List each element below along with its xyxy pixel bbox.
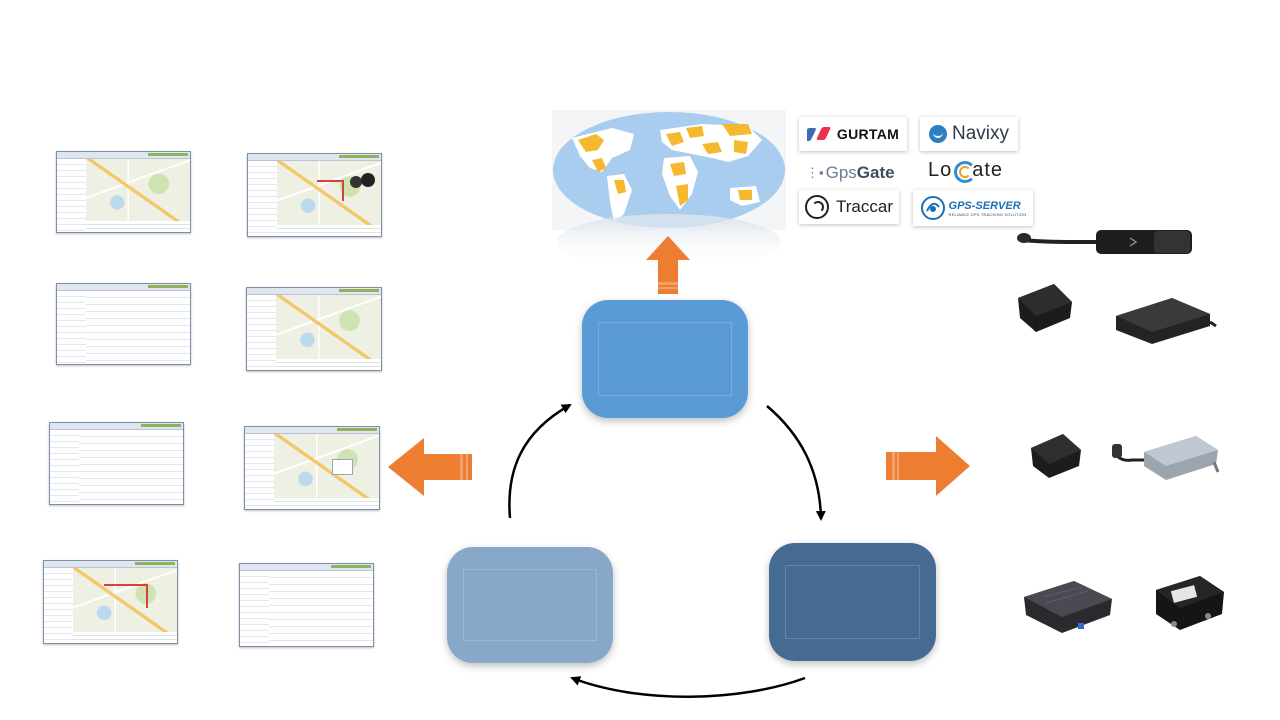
gps-tracker-device-icon [1116, 298, 1217, 344]
gps-tracker-device-icon [1112, 436, 1220, 480]
cycle-block-top [582, 300, 748, 418]
traccar-logo-text: Traccar [836, 197, 893, 216]
gpsgate-logo-text-b: Gate [856, 163, 895, 182]
screenshot-map-tracking-2 [247, 153, 382, 237]
gurtam-logo: GURTAM [799, 117, 907, 151]
gps-tracker-device-icon [1018, 284, 1072, 332]
gurtam-logo-text: GURTAM [836, 126, 900, 142]
locate-logo: Lo ate [928, 156, 1003, 184]
gps-tracker-device-icon [1031, 434, 1081, 478]
locate-logo-text-a: Lo [928, 158, 953, 181]
cycle-block-right [769, 543, 936, 661]
navixy-pin-icon [928, 125, 947, 143]
traccar-icon [805, 195, 829, 219]
orange-arrow-left [388, 438, 472, 496]
screenshot-map-tracking-5 [43, 560, 178, 644]
cycle-arrow-left-up [508, 403, 572, 519]
screenshot-report-table-2 [49, 422, 184, 505]
screenshot-map-tracking-3 [246, 287, 382, 371]
world-map-icon [552, 110, 786, 280]
gps-tracker-device-icon [1017, 230, 1192, 254]
screenshot-report-table-1 [56, 283, 191, 365]
orange-arrow-right [886, 436, 970, 496]
locate-signal-icon [952, 159, 977, 183]
screenshot-map-tracking-1 [56, 151, 191, 233]
gps-server-logo-text: GPS-SERVER [948, 199, 1021, 212]
screenshot-map-tracking-4 [244, 426, 380, 510]
traccar-logo: Traccar [799, 190, 899, 224]
gps-tracker-device-icon [1024, 581, 1112, 633]
cycle-arrow-right-down [766, 405, 826, 521]
cycle-block-left [447, 547, 613, 663]
gpsgate-network-icon: ⋮▪ [806, 165, 824, 180]
gps-server-tagline: RELIABLE GPS TRACKING SOLUTION [948, 211, 1027, 217]
navixy-logo-text: Navixy [951, 123, 1009, 144]
navixy-logo: Navixy [920, 117, 1018, 151]
cycle-arrow-bottom-left [570, 676, 806, 698]
screenshot-report-table-3 [239, 563, 374, 647]
gps-server-logo: GPS-SERVER RELIABLE GPS TRACKING SOLUTIO… [913, 190, 1033, 226]
locate-logo-text-b: ate [972, 158, 1004, 181]
gps-tracker-device-icon [1156, 576, 1224, 630]
gpsgate-logo-text-a: Gps [825, 163, 857, 182]
